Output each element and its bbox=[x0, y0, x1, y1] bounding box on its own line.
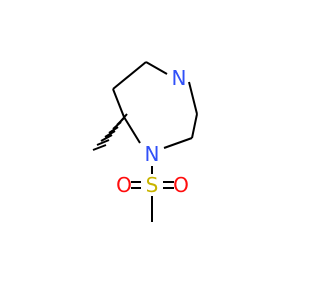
bond-n-bottom-c4 bbox=[123, 116, 141, 144]
bond-s-o-left bbox=[131, 181, 141, 189]
molecule-structure: N N S O O bbox=[92, 61, 198, 222]
nitrogen-top-label: N bbox=[172, 66, 187, 90]
bond-c4-c5 bbox=[112, 88, 125, 118]
bond-c1-n-top bbox=[145, 61, 168, 75]
oxygen-right-label: O bbox=[173, 173, 189, 197]
bonds bbox=[92, 61, 198, 222]
methyl-hash-wedge bbox=[92, 113, 128, 151]
bond-s-o-right bbox=[163, 181, 174, 189]
bond-c3-n-bottom bbox=[163, 137, 193, 149]
atom-labels: N N S O O bbox=[116, 66, 189, 197]
sulfur-label: S bbox=[146, 173, 159, 197]
nitrogen-bottom-label: N bbox=[145, 142, 160, 166]
oxygen-left-label: O bbox=[116, 173, 132, 197]
bond-c5-c1 bbox=[112, 61, 147, 90]
bond-c2-c3 bbox=[191, 113, 198, 139]
bond-n-top-c2 bbox=[188, 81, 198, 115]
